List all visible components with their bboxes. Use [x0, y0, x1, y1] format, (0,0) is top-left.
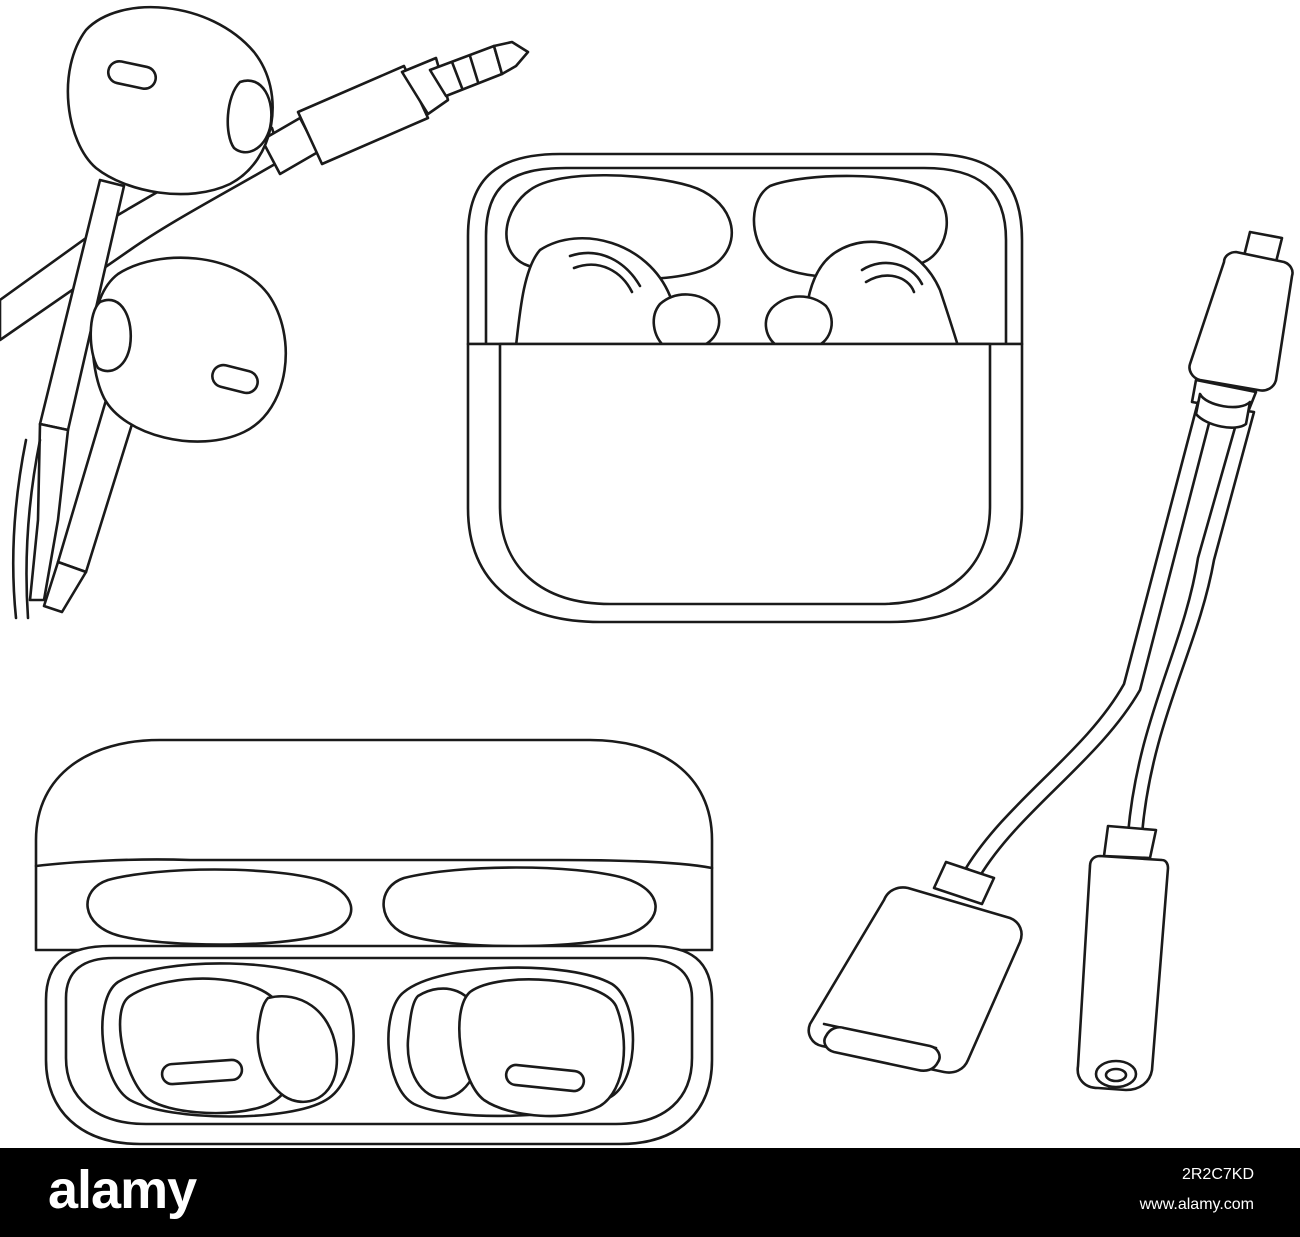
brand-logo: alamy — [48, 1160, 197, 1220]
image-id-label: 2R2C7KD — [1181, 1166, 1254, 1183]
earbuds-case-open-top — [34, 738, 714, 1146]
stock-watermark-footer: alamy 2R2C7KD www.alamy.com — [0, 1148, 1300, 1237]
earbuds-case-open-front — [466, 152, 1024, 624]
site-url-label: www.alamy.com — [1139, 1196, 1254, 1213]
line-art-illustration — [0, 5, 1294, 1146]
earbud-upper — [66, 5, 274, 196]
wired-earphones — [0, 5, 530, 620]
audio-jack-plug — [260, 40, 530, 176]
earbud-lower — [89, 256, 287, 443]
usb-c-audio-splitter — [807, 230, 1294, 1092]
